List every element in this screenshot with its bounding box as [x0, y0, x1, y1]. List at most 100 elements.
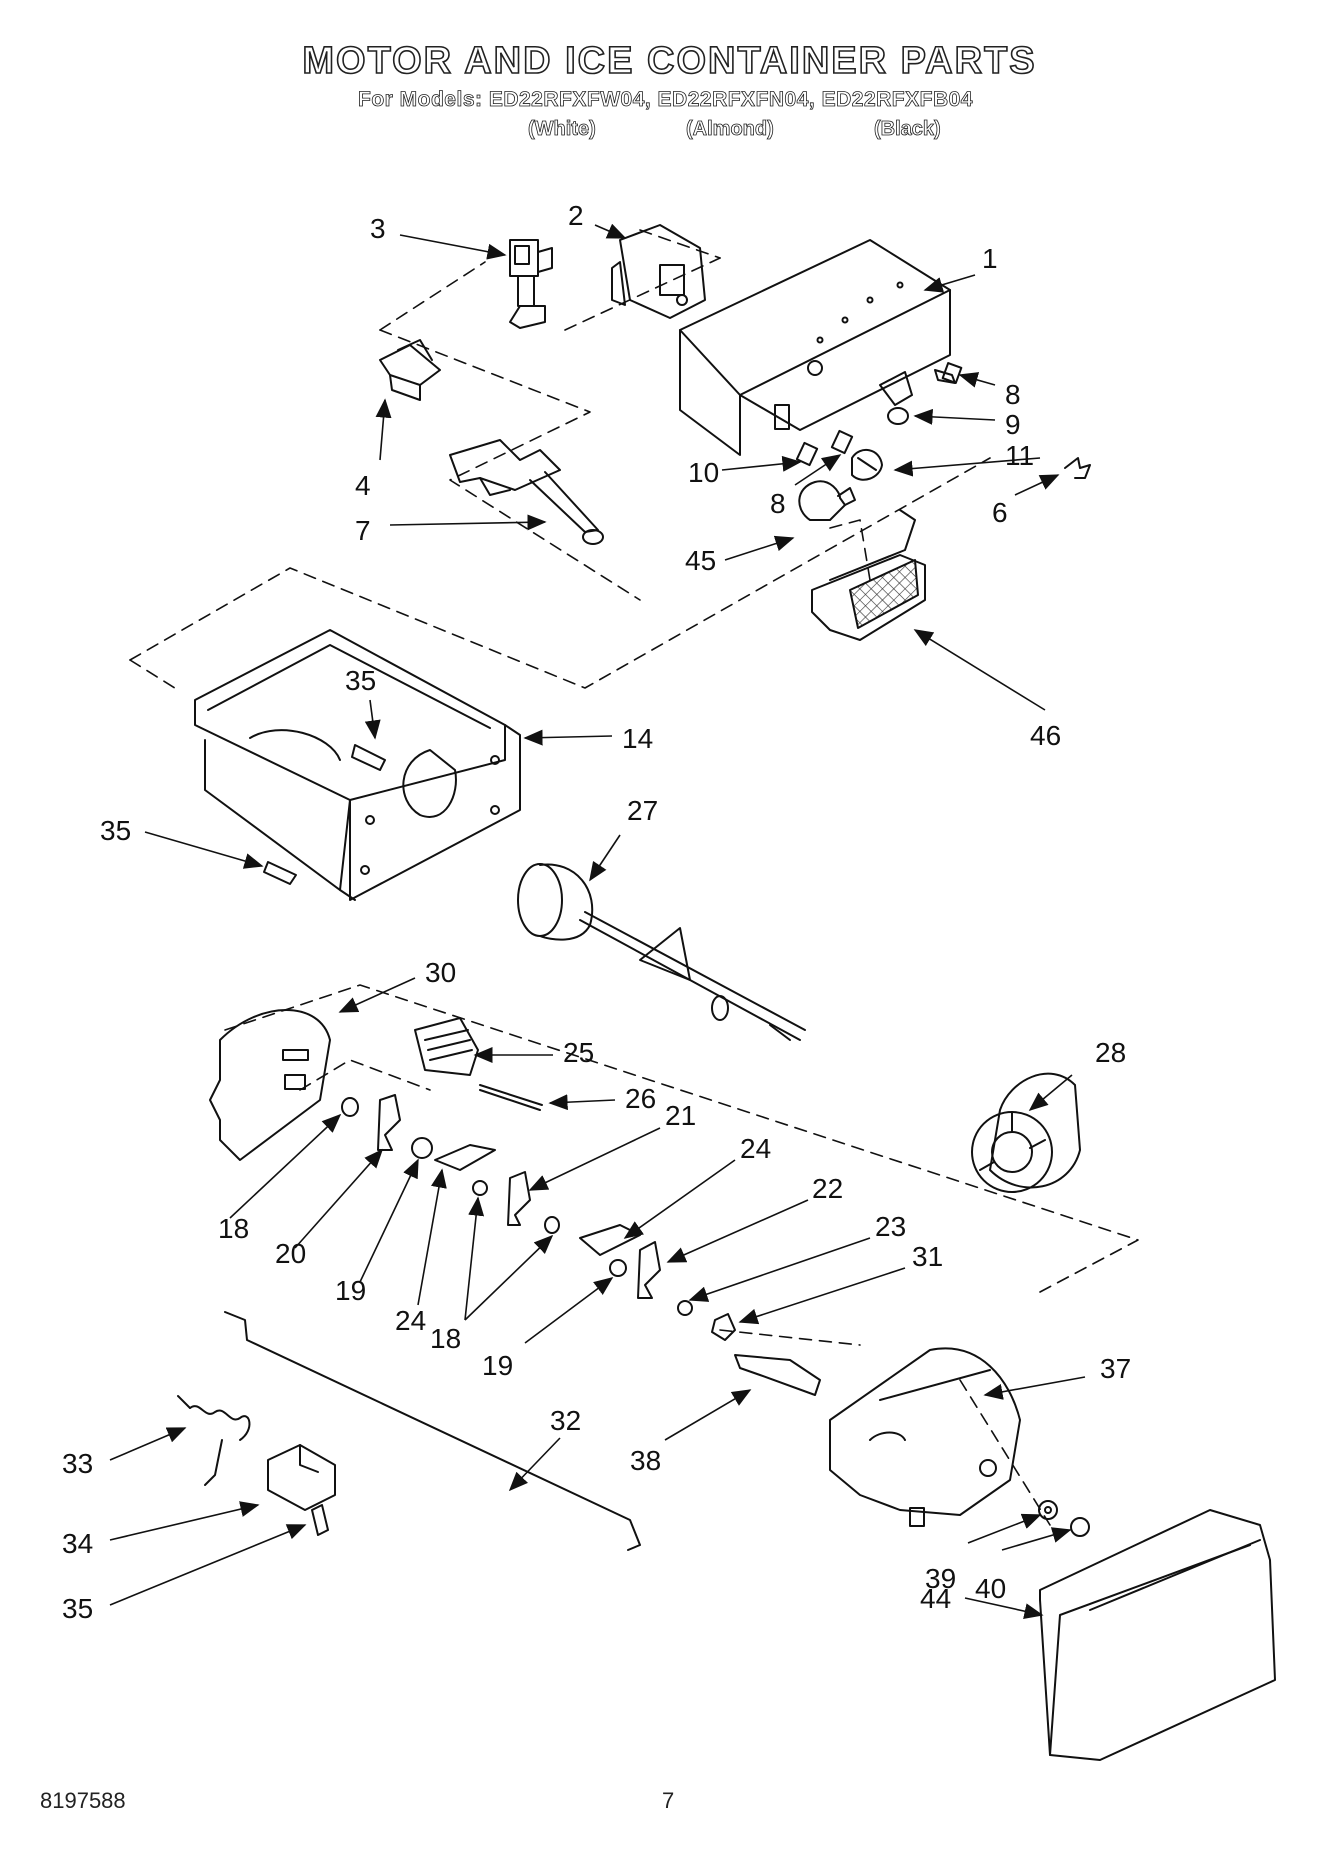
callout-labels: 1 2 3 4 6 7 8 8 9 10 11 14 18 18 19 19 2… [62, 200, 1131, 1624]
callout-28: 28 [1095, 1037, 1126, 1068]
part-blades-set [341, 1094, 736, 1341]
arrow-24a [623, 1159, 736, 1239]
part-relay [611, 224, 706, 319]
callout-46: 46 [1030, 720, 1061, 751]
callout-30: 30 [425, 957, 456, 988]
arrow-37 [983, 1376, 1086, 1400]
callout-19b: 19 [482, 1350, 513, 1381]
part-screw-10 [795, 441, 819, 467]
callout-2: 2 [568, 200, 584, 231]
callout-26: 26 [625, 1083, 656, 1114]
part-38-bracket [734, 1354, 821, 1396]
arrow-35c [109, 1524, 307, 1606]
callout-39: 39 [925, 1563, 956, 1594]
callout-25: 25 [563, 1037, 594, 1068]
callout-40: 40 [975, 1573, 1006, 1604]
callout-45: 45 [685, 545, 716, 576]
callout-33: 33 [62, 1448, 93, 1479]
arrow-31 [738, 1267, 906, 1325]
arrow-19b [524, 1277, 614, 1344]
arrow-44 [964, 1597, 1044, 1620]
arrow-34 [109, 1501, 260, 1541]
arrow-27 [589, 834, 621, 882]
callout-4: 4 [355, 470, 371, 501]
part-ice-container [194, 629, 521, 901]
variant-almond: (Almond) [686, 118, 775, 141]
callout-32: 32 [550, 1405, 581, 1436]
arrow-26 [548, 1094, 616, 1111]
doc-number: 8197588 [40, 1788, 126, 1813]
arrow-33 [109, 1427, 187, 1461]
callout-3: 3 [370, 213, 386, 244]
arrow-4 [375, 398, 392, 461]
part-lamp-bracket [879, 371, 913, 425]
callout-8b: 8 [770, 488, 786, 519]
callout-1: 1 [982, 243, 998, 274]
callout-11: 11 [1005, 440, 1034, 471]
part-lamp-socket [851, 449, 883, 481]
callout-22: 22 [812, 1173, 843, 1204]
arrow-24b [417, 1168, 447, 1306]
callout-14: 14 [622, 723, 653, 754]
arrow-35b [144, 831, 264, 869]
arrow-20 [294, 1148, 384, 1249]
callout-34: 34 [62, 1528, 93, 1559]
arrow-38 [664, 1389, 752, 1441]
arrow-10 [721, 455, 802, 472]
arrow-28 [1028, 1074, 1073, 1112]
part-screw-35b [263, 861, 297, 885]
part-washer-39 [1038, 1500, 1058, 1520]
callout-10: 10 [688, 457, 719, 488]
arrow-23 [688, 1237, 871, 1302]
callout-44: 44 [920, 1583, 951, 1614]
models-line: For Models: ED22RFXFW04, ED22RFXFN04, ED… [358, 88, 973, 112]
arrow-35a [364, 699, 381, 740]
arrow-9 [913, 408, 996, 425]
arrow-11 [893, 457, 1041, 477]
callout-24b: 24 [395, 1305, 426, 1336]
part-screw-8 [934, 362, 963, 384]
callout-8a: 8 [1005, 379, 1021, 410]
arrow-30 [338, 977, 416, 1013]
callout-18b: 18 [430, 1323, 461, 1354]
part-rod [224, 1311, 641, 1551]
arrow-19a [359, 1158, 419, 1283]
arrow-8b [794, 454, 842, 486]
callout-35c: 35 [62, 1593, 93, 1624]
arrow-6 [1014, 474, 1060, 496]
callout-21: 21 [665, 1100, 696, 1131]
callout-7: 7 [355, 515, 371, 546]
part-clamp [267, 1444, 336, 1511]
arrow-7 [389, 514, 547, 531]
variant-black: (Black) [874, 118, 941, 141]
callout-18a: 18 [218, 1213, 249, 1244]
arrow-46 [913, 629, 1046, 711]
arrow-14 [523, 729, 613, 746]
arrow-22 [666, 1199, 809, 1263]
part-blade-plate [209, 1009, 331, 1161]
part-spring [177, 1395, 251, 1486]
arrow-45 [724, 535, 795, 561]
callout-38: 38 [630, 1445, 661, 1476]
callout-9: 9 [1005, 409, 1021, 440]
arrow-32 [508, 1437, 561, 1492]
callout-23: 23 [875, 1211, 906, 1242]
callout-27: 27 [627, 795, 658, 826]
part-screw-35c [311, 1504, 329, 1536]
part-44-cover [1039, 1509, 1276, 1761]
callout-31: 31 [912, 1241, 943, 1272]
callout-35b: 35 [100, 815, 131, 846]
arrow-2 [594, 223, 627, 239]
part-screw-35a [351, 744, 386, 771]
page-number: 7 [662, 1788, 675, 1813]
arrow-3 [399, 234, 507, 260]
arrow-18b [464, 1196, 485, 1321]
callout-37: 37 [1100, 1353, 1131, 1384]
callout-24a: 24 [740, 1133, 771, 1164]
part-bracket [379, 339, 441, 401]
arrow-40 [1001, 1527, 1072, 1551]
part-clip [1064, 457, 1091, 479]
arrow-8a [958, 372, 996, 388]
arrow-1 [923, 274, 976, 293]
